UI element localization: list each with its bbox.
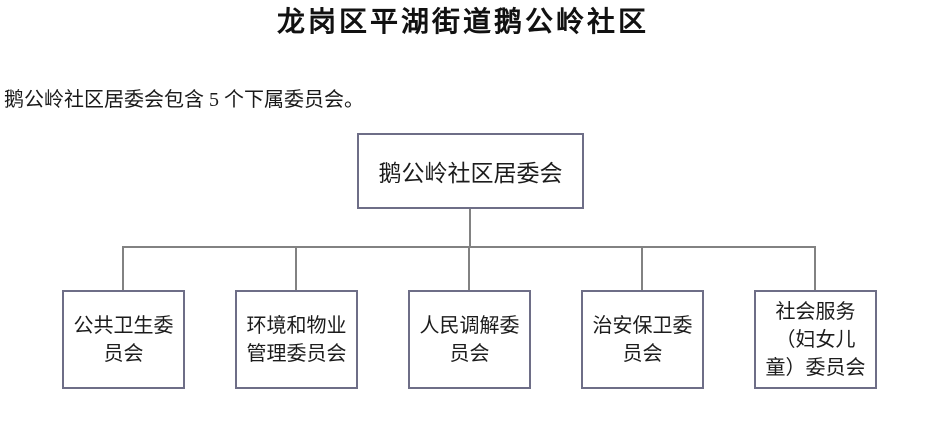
connector-drop xyxy=(122,247,124,290)
org-node-child: 社会服务 （妇女儿 童）委员会 xyxy=(754,290,877,389)
connector-drop xyxy=(641,247,643,290)
org-node-child: 人民调解委 员会 xyxy=(408,290,531,389)
org-node-child-label: 公共卫生委 员会 xyxy=(73,314,174,365)
connector-stem xyxy=(469,209,471,247)
connector-drop xyxy=(814,247,816,290)
org-node-child: 治安保卫委 员会 xyxy=(581,290,704,389)
org-node-child: 公共卫生委 员会 xyxy=(62,290,185,389)
org-node-root-label: 鹅公岭社区居委会 xyxy=(378,160,563,186)
org-node-child-label: 环境和物业 管理委员会 xyxy=(246,314,347,365)
org-node-root: 鹅公岭社区居委会 xyxy=(357,133,584,209)
org-node-child-label: 人民调解委 员会 xyxy=(419,314,520,365)
connector-drop xyxy=(468,247,470,290)
org-node-child-label: 治安保卫委 员会 xyxy=(592,314,693,365)
intro-text: 鹅公岭社区居委会包含 5 个下属委员会。 xyxy=(4,89,364,111)
connector-drop xyxy=(295,247,297,290)
page-title: 龙岗区平湖街道鹅公岭社区 xyxy=(276,7,649,38)
org-node-child: 环境和物业 管理委员会 xyxy=(235,290,358,389)
org-node-child-label: 社会服务 （妇女儿 童）委员会 xyxy=(765,300,866,379)
